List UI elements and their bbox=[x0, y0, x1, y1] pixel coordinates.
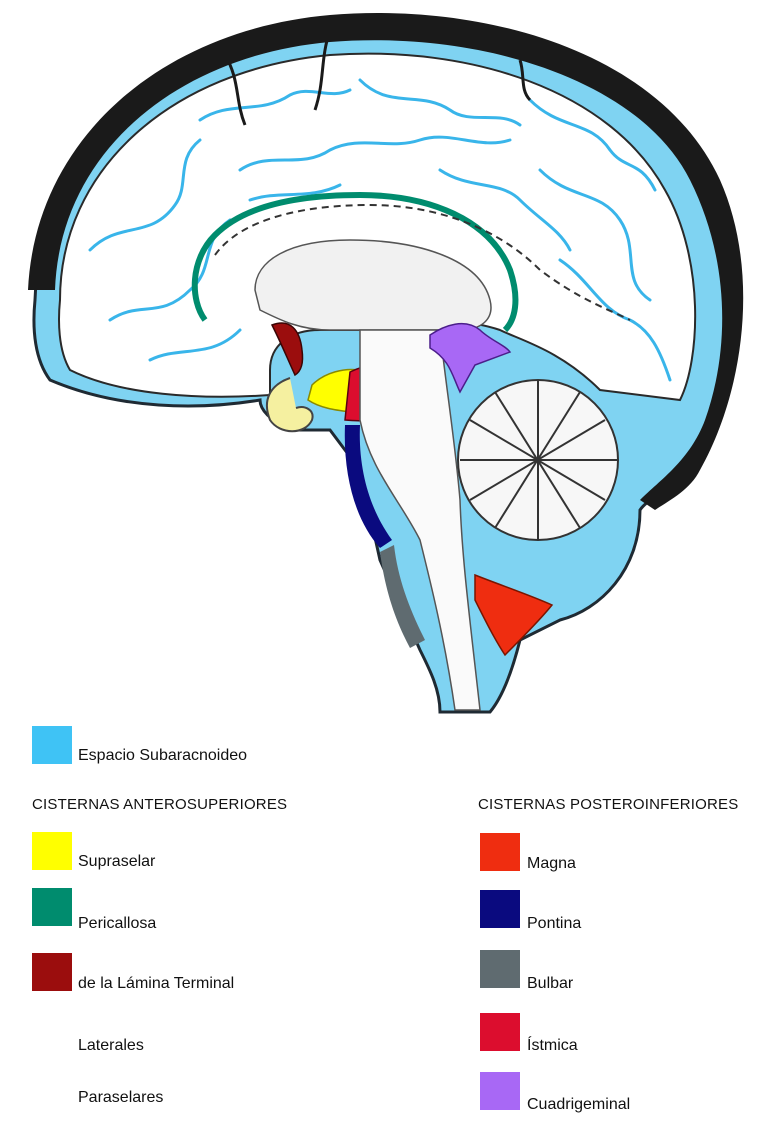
pontine-swatch bbox=[480, 890, 520, 928]
bulbar-label: Bulbar bbox=[527, 974, 573, 994]
pericallosal-label: Pericallosa bbox=[78, 914, 156, 934]
subarachnoid-swatch bbox=[32, 726, 72, 764]
magna-label: Magna bbox=[527, 854, 576, 874]
lamina-terminalis-label: de la Lámina Terminal bbox=[78, 974, 234, 994]
brain-sagittal-illustration bbox=[0, 0, 773, 715]
isthmic-swatch bbox=[480, 1013, 520, 1051]
suprasellar-label: Supraselar bbox=[78, 852, 155, 872]
quadrigeminal-label: Cuadrigeminal bbox=[527, 1095, 630, 1115]
quadrigeminal-swatch bbox=[480, 1072, 520, 1110]
anterosuperior-heading: CISTERNAS ANTEROSUPERIORES bbox=[32, 795, 287, 815]
bulbar-swatch bbox=[480, 950, 520, 988]
parasellar-label: Paraselares bbox=[78, 1088, 163, 1108]
pericallosal-swatch bbox=[32, 888, 72, 926]
lamina-terminalis-swatch bbox=[32, 953, 72, 991]
lateral-label: Laterales bbox=[78, 1036, 144, 1056]
suprasellar-swatch bbox=[32, 832, 72, 870]
isthmic-label: Ístmica bbox=[527, 1036, 578, 1056]
posteroinferior-heading: CISTERNAS POSTEROINFERIORES bbox=[478, 795, 738, 815]
magna-swatch bbox=[480, 833, 520, 871]
subarachnoid-label: Espacio Subaracnoideo bbox=[78, 746, 247, 766]
pontine-label: Pontina bbox=[527, 914, 581, 934]
